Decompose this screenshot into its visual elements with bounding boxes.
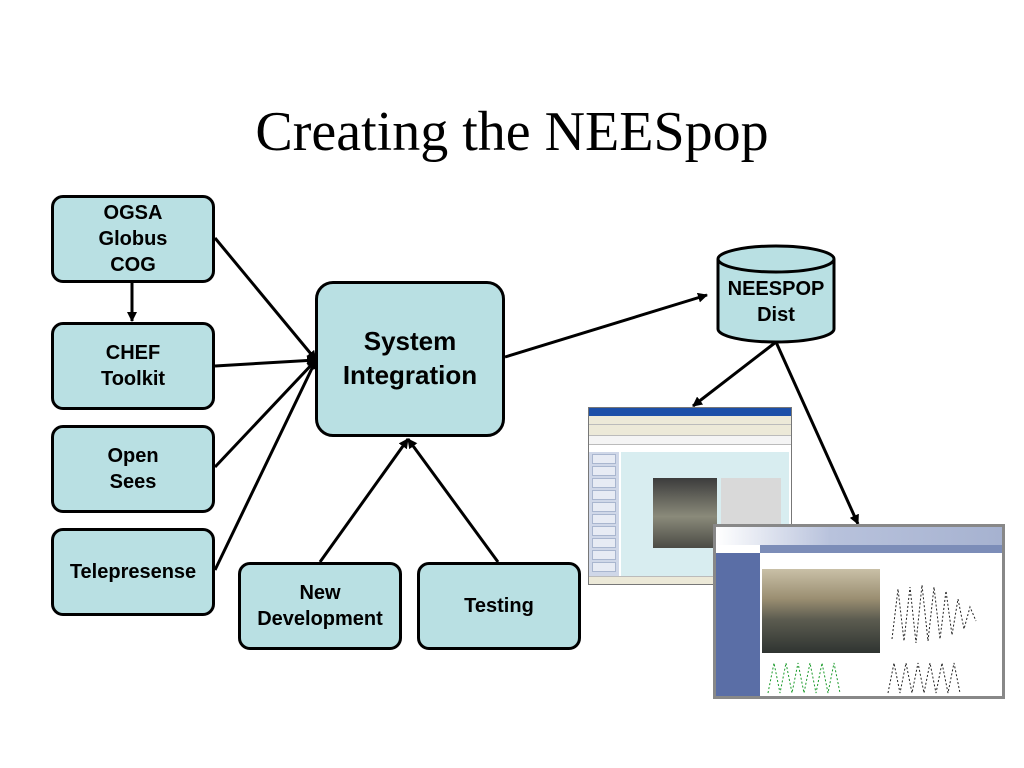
- thumb-camera-image: [653, 478, 717, 548]
- arrow-testing-to-system: [406, 438, 500, 563]
- node-system-integration: System Integration: [315, 281, 505, 437]
- thumb2-plot-bottom-left: [767, 662, 841, 694]
- node-chef-toolkit: CHEF Toolkit: [51, 322, 215, 410]
- node-testing-label: Testing: [464, 595, 534, 617]
- node-new-development: New Development: [238, 562, 402, 650]
- node-testing: Testing: [417, 562, 581, 650]
- thumb2-plot-bottom-right: [887, 662, 961, 694]
- arrow-neespop-to-shot1: [692, 340, 777, 408]
- neespop-cylinder: [716, 244, 836, 344]
- thumb-titlebar: [589, 408, 791, 416]
- thumb2-video: [762, 569, 880, 653]
- node-neespop-dist: NEESPOP Dist: [718, 272, 834, 332]
- arrow-ogsa-to-system: [213, 237, 318, 361]
- thumb-addressbar: [589, 436, 791, 445]
- arrow-newdev-to-system: [318, 438, 410, 563]
- arrow-chef-to-system: [214, 355, 317, 368]
- node-ogsa: OGSA Globus COG: [51, 195, 215, 283]
- thumb-toolbar: [589, 425, 791, 436]
- arrow-neespop-to-shot2: [774, 341, 860, 525]
- node-system-integration-label: System Integration: [342, 326, 478, 390]
- slide-title: Creating the NEESpop: [255, 101, 769, 163]
- node-telepresense-label: Telepresense: [69, 561, 197, 583]
- thumb2-header: [716, 527, 1002, 545]
- node-opensees: Open Sees: [51, 425, 215, 513]
- thumb2-tabbar: [760, 545, 1002, 553]
- arrow-telepresense-to-system: [213, 359, 318, 571]
- thumb2-plot-top: [891, 584, 977, 644]
- thumb2-sidebar: [716, 553, 760, 696]
- thumb-menubar: [589, 416, 791, 425]
- thumb-sidebar: [589, 452, 619, 578]
- node-chef-label: CHEF Toolkit: [100, 342, 166, 390]
- thumb-statusbar: [589, 576, 791, 584]
- node-neespop-label: NEESPOP Dist: [727, 278, 825, 326]
- node-opensees-label: Open Sees: [107, 445, 159, 493]
- node-new-development-label: New Development: [257, 582, 383, 630]
- arrow-system-to-neespop: [504, 292, 708, 359]
- node-telepresense: Telepresense: [51, 528, 215, 616]
- arrow-opensees-to-system: [213, 358, 318, 469]
- screenshot-thumbnail-workspace: [713, 524, 1005, 699]
- node-ogsa-label: OGSA Globus COG: [98, 202, 168, 276]
